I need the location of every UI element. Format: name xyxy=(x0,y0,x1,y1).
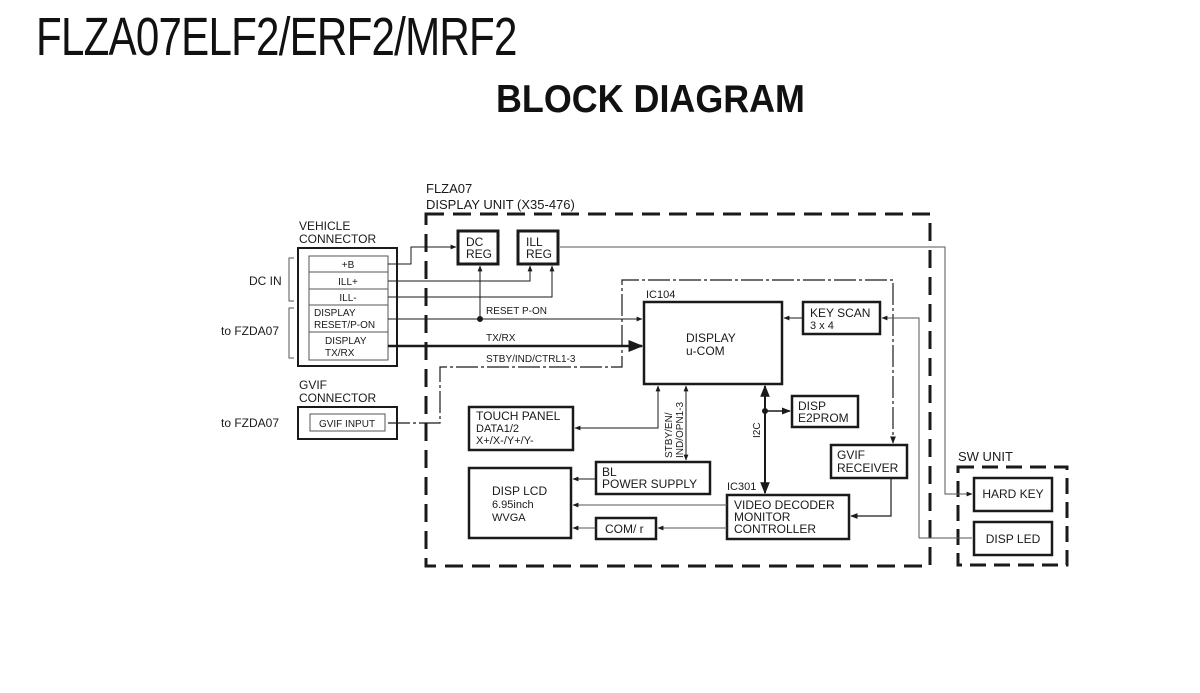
touch-panel-label-3: X+/X-/Y+/Y- xyxy=(476,435,534,447)
com-r-label: COM/ r xyxy=(605,522,644,536)
disp-e2prom-block: DISP E2PROM xyxy=(790,394,860,429)
vehicle-connector: VEHICLE CONNECTOR +B ILL+ ILL- DISPLAY R… xyxy=(297,219,398,367)
gvif-connector: GVIF CONNECTOR GVIF INPUT xyxy=(297,378,398,440)
dc-reg-label-1: DC xyxy=(466,235,484,249)
line-plusb-dcreg xyxy=(388,244,457,265)
junction-i2c xyxy=(762,408,768,414)
line-illplus-illreg xyxy=(388,265,533,282)
disp-lcd-label-2: 6.95inch xyxy=(492,499,534,511)
line-illminus-illreg xyxy=(388,265,555,298)
gvif-connector-title-1: GVIF xyxy=(299,378,327,392)
signal-stby-ind-ctrl: STBY/IND/CTRL1-3 xyxy=(486,354,576,365)
video-decoder-block: IC301 VIDEO DECODER MONITOR CONTROLLER xyxy=(725,481,851,541)
video-decoder-label-3: CONTROLLER xyxy=(734,522,816,536)
to-fzda07-bracket xyxy=(288,307,294,359)
diagram-title: BLOCK DIAGRAM xyxy=(496,78,805,121)
to-fzda07-label-2: to FZDA07 xyxy=(221,416,279,430)
sw-unit-label: SW UNIT xyxy=(958,449,1013,464)
line-illreg-dispkey xyxy=(560,246,973,497)
ucom-label-1: DISPLAY xyxy=(686,331,736,345)
dc-in-label: DC IN xyxy=(249,274,282,288)
bl-power-label-2: POWER SUPPLY xyxy=(602,477,697,491)
key-scan-block: KEY SCAN 3 x 4 xyxy=(801,300,882,336)
touch-panel-label-2: DATA1/2 xyxy=(476,423,519,435)
ucom-label-2: u-COM xyxy=(686,344,725,358)
ic301-label: IC301 xyxy=(727,481,756,493)
display-unit-boundary xyxy=(424,212,932,568)
disp-led-label: DISP LED xyxy=(986,532,1041,546)
key-scan-label-1: KEY SCAN xyxy=(810,306,870,320)
dc-reg-label-2: REG xyxy=(466,247,492,261)
disp-lcd-label-1: DISP LCD xyxy=(492,484,547,498)
disp-lcd-label-3: WVGA xyxy=(492,512,526,524)
ill-reg-label-1: ILL xyxy=(526,235,543,249)
display-unit-label-1: FLZA07 xyxy=(426,181,472,196)
sw-unit-boundary xyxy=(956,465,1069,567)
pin-ill-minus: ILL- xyxy=(339,293,356,304)
vehicle-connector-title-1: VEHICLE xyxy=(299,219,350,233)
signal-i2c: I2C xyxy=(752,422,763,438)
gvif-receiver-block: GVIF RECEIVER xyxy=(829,443,909,480)
junction-reset xyxy=(477,316,483,322)
com-r-block: COM/ r xyxy=(594,516,658,541)
dc-reg-block: DC REG xyxy=(456,229,500,266)
line-keyscan xyxy=(881,315,920,538)
disp-lcd-block: DISP LCD 6.95inch WVGA xyxy=(467,466,573,540)
gvif-receiver-label-2: RECEIVER xyxy=(837,461,899,475)
line-gvif-video xyxy=(850,478,892,519)
pin-display-reset-1: DISPLAY xyxy=(314,308,356,319)
hard-key-label: HARD KEY xyxy=(982,487,1043,501)
video-decoder-label-2: MONITOR xyxy=(734,510,791,524)
ill-reg-block: ILL REG xyxy=(516,229,560,266)
bl-power-supply-block: BL POWER SUPPLY xyxy=(594,460,712,496)
e2prom-label-1: DISP xyxy=(798,399,826,413)
gvif-connector-title-2: CONNECTOR xyxy=(299,391,376,405)
display-ucom-block: IC104 DISPLAY u-COM xyxy=(642,289,784,386)
document-model-title: FLZA07ELF2/ERF2/MRF2 xyxy=(36,7,517,67)
line-ucom-touch xyxy=(574,386,659,431)
signal-reset-pon: RESET P-ON xyxy=(486,306,547,317)
touch-panel-label-1: TOUCH PANEL xyxy=(476,409,561,423)
signal-stby-en-1: STBY/EN/ xyxy=(664,412,675,458)
ill-reg-label-2: REG xyxy=(526,247,552,261)
touch-panel-block: TOUCH PANEL DATA1/2 X+/X-/Y+/Y- xyxy=(467,405,575,452)
gvif-receiver-label-1: GVIF xyxy=(837,448,865,462)
e2prom-label-2: E2PROM xyxy=(798,411,849,425)
dc-in-bracket xyxy=(288,257,294,302)
to-fzda07-label-1: to FZDA07 xyxy=(221,324,279,338)
pin-display-txrx-2: TX/RX xyxy=(325,348,355,359)
key-scan-label-2: 3 x 4 xyxy=(810,320,834,332)
disp-led-block: DISP LED xyxy=(972,520,1054,557)
signal-stby-en-2: IND/OPN1-3 xyxy=(675,401,686,458)
bl-power-label-1: BL xyxy=(602,465,617,479)
pin-ill-plus: ILL+ xyxy=(338,277,358,288)
pin-plus-b: +B xyxy=(342,260,355,271)
ic104-label: IC104 xyxy=(646,289,675,301)
pin-display-reset-2: RESET/P-ON xyxy=(314,320,375,331)
signal-txrx: TX/RX xyxy=(486,333,516,344)
pin-display-txrx-1: DISPLAY xyxy=(325,336,367,347)
vehicle-connector-title-2: CONNECTOR xyxy=(299,232,376,246)
video-decoder-label-1: VIDEO DECODER xyxy=(734,498,835,512)
display-unit-label-2: DISPLAY UNIT (X35-476) xyxy=(426,197,575,212)
gvif-input-pin: GVIF INPUT xyxy=(319,419,375,430)
connection-lines xyxy=(388,244,973,539)
hard-key-block: HARD KEY xyxy=(972,476,1054,513)
line-stby-ind-ctrl xyxy=(388,279,896,444)
